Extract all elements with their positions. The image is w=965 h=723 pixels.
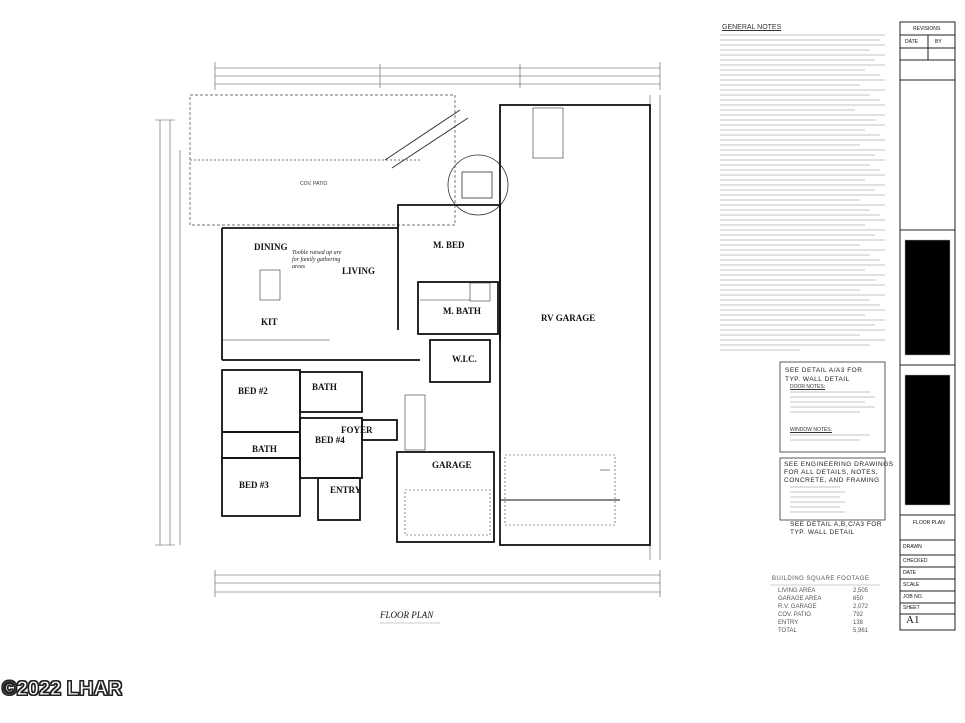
sqft-table: LIVING AREA 2,505 GARAGE AREA 650 R.V. GAR…	[778, 587, 868, 635]
title-block	[899, 21, 956, 631]
sqft-label: TOTAL	[778, 628, 797, 634]
tb-sheet: SHEET	[903, 605, 920, 611]
sqft-row: ENTRY 138	[778, 619, 863, 627]
general-notes-header: GENERAL NOTES	[722, 24, 782, 31]
sqft-label: R.V. GARAGE	[778, 604, 817, 610]
sqft-value: 792	[853, 612, 864, 618]
room-entry: ENTRY	[330, 485, 362, 495]
tb-job: JOB NO.	[903, 594, 924, 600]
sqft-row: R.V. GARAGE 2,072	[778, 603, 868, 611]
handwritten-note: Tooble raised up are for family gatherin…	[292, 250, 341, 271]
sqft-value: 138	[853, 620, 864, 626]
handwritten-note-line-1: Tooble raised up are	[292, 250, 342, 256]
room-foyer: FOYER	[341, 425, 373, 435]
room-dining: DINING	[254, 242, 288, 252]
tb-scale: SCALE	[903, 582, 920, 588]
tb-revisions: REVISIONS	[913, 26, 941, 32]
spa-circle	[447, 154, 509, 216]
detail-box-3: SEE DETAIL A,B,C/A3 FOR TYP. WALL DETAIL	[790, 521, 882, 537]
sqft-value: 2,505	[853, 588, 869, 594]
sqft-value: 650	[853, 596, 864, 602]
patio-label: COV. PATIO	[300, 181, 328, 187]
room-living: LIVING	[342, 266, 376, 276]
detail-box-1: SEE DETAIL A/A3 FOR TYP. WALL DETAIL	[785, 366, 862, 384]
sqft-row: LIVING AREA 2,505	[778, 587, 868, 595]
title-block-inner	[904, 239, 951, 506]
sqft-label: LIVING AREA	[778, 588, 816, 594]
tb-by-col: BY	[935, 39, 942, 45]
sqft-row: TOTAL 5,961	[778, 627, 868, 635]
tb-sheet-name: FLOOR PLAN	[913, 520, 945, 526]
copyright-watermark: ©2022 LHAR	[1, 678, 123, 701]
detail-boxes	[779, 361, 886, 521]
tb-date-col: DATE	[905, 39, 918, 45]
room-kit: KIT	[261, 317, 278, 327]
detail-box-lines	[790, 391, 875, 513]
detail-box-1-line-1: SEE DETAIL A/A3 FOR	[785, 367, 863, 374]
room-bath-lower: BATH	[252, 444, 277, 454]
room-rv-garage: RV GARAGE	[541, 313, 596, 323]
room-bed2: BED #2	[238, 386, 268, 396]
sqft-value: 5,961	[853, 628, 869, 634]
sqft-label: ENTRY	[778, 620, 799, 626]
room-bed3: BED #3	[239, 480, 269, 490]
sqft-value: 2,072	[853, 604, 869, 610]
tb-drawn: DRAWN	[903, 544, 922, 550]
sqft-row: GARAGE AREA 650	[778, 595, 863, 603]
sqft-row: COV. PATIO 792	[778, 611, 863, 619]
tb-date: DATE	[903, 570, 916, 576]
handwritten-note-line-3: areas	[292, 264, 306, 270]
detail-box-1-line-2: TYP. WALL DETAIL	[785, 376, 850, 383]
detail-box-3-line-2: TYP. WALL DETAIL	[790, 529, 855, 536]
detail-box-2-line-3: CONCRETE, AND FRAMING	[784, 477, 880, 484]
sqft-header: BUILDING SQUARE FOOTAGE	[772, 576, 870, 582]
detail-box-2: SEE ENGINEERING DRAWINGS FOR ALL DETAILS…	[784, 461, 894, 485]
diagonal-hall	[384, 109, 469, 169]
plan-title: FLOOR PLAN	[380, 610, 434, 620]
detail-box-2-line-2: FOR ALL DETAILS, NOTES,	[784, 469, 879, 476]
tb-sheet-no: A1	[906, 614, 920, 626]
room-wic: W.I.C.	[452, 354, 477, 364]
sqft-label: GARAGE AREA	[778, 596, 822, 602]
house-walls	[221, 104, 651, 546]
window-notes-header: WINDOW NOTES:	[790, 427, 832, 433]
detail-box-3-line-1: SEE DETAIL A,B,C/A3 FOR	[790, 521, 883, 528]
room-bath-upper: BATH	[312, 382, 337, 392]
general-notes-lines	[720, 34, 885, 351]
room-bed4: BED #4	[315, 435, 345, 445]
handwritten-note-line-2: for family gathering	[292, 257, 341, 263]
room-garage: GARAGE	[432, 460, 472, 470]
sqft-label: COV. PATIO	[778, 612, 811, 618]
detail-box-2-line-1: SEE ENGINEERING DRAWINGS	[784, 461, 894, 468]
door-notes-header: DOOR NOTES:	[790, 384, 826, 390]
room-m-bed: M. BED	[433, 240, 465, 250]
interior-details	[222, 107, 616, 540]
room-m-bath: M. BATH	[443, 306, 481, 316]
tb-checked: CHECKED	[903, 558, 928, 564]
patio-outline	[189, 94, 456, 226]
